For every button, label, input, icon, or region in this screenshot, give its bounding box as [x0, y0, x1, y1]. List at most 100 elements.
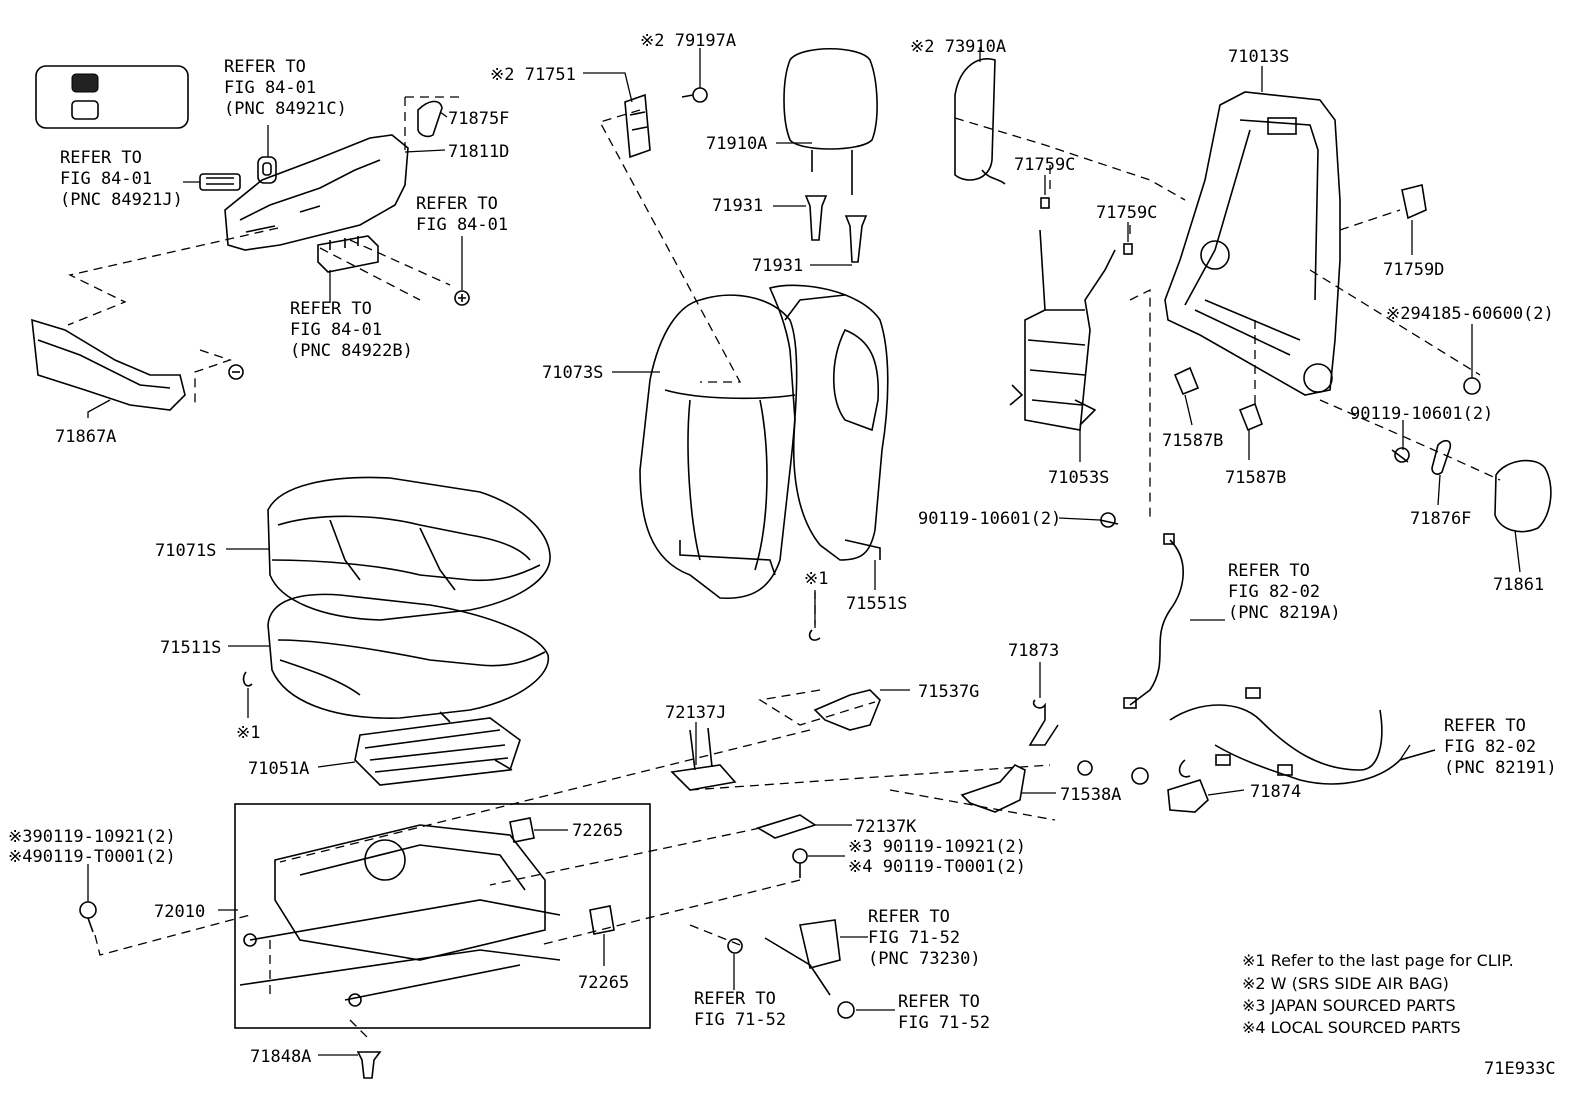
bracket-71874 — [1167, 759, 1209, 813]
cover-71875f — [417, 100, 443, 138]
labels: ※2 79197A ※2 71751 ※2 73910A 71013S 7187… — [8, 31, 1556, 1079]
lumbar-71053s — [1009, 229, 1116, 431]
bolt-390119 — [79, 901, 97, 933]
bolt-90119-10921 — [792, 848, 808, 878]
nut-71-52b — [837, 1001, 855, 1019]
belt-buckle-73230 — [764, 919, 841, 996]
switch-84921j — [199, 173, 241, 191]
screw-79197a — [681, 87, 708, 103]
label-90119-10601-a: 90119-10601(2) — [1350, 404, 1493, 424]
cover-71876f — [1431, 439, 1452, 475]
plate-71759d — [1401, 184, 1427, 220]
ref-84922b: REFER TO FIG 84-01 (PNC 84922B) — [290, 299, 413, 361]
shield-71867a — [31, 318, 186, 411]
label-71759c-b: 71759C — [1096, 203, 1157, 223]
harness-82191 — [1169, 687, 1436, 785]
label-71873: 71873 — [1008, 641, 1059, 661]
label-90119-t0001: ※4 90119-T0001(2) — [848, 857, 1026, 877]
ref-8219a: REFER TO FIG 82-02 (PNC 8219A) — [1228, 561, 1341, 623]
label-71811d: 71811D — [448, 142, 509, 162]
figure-code: 71E933C — [1484, 1059, 1556, 1079]
label-71759c-a: 71759C — [1014, 155, 1075, 175]
note-3: ※3 JAPAN SOURCED PARTS — [1242, 996, 1456, 1015]
label-71537g: 71537G — [918, 682, 979, 702]
label-clip-b: ※1 — [236, 723, 260, 743]
washer-71-52a — [727, 938, 743, 954]
connector-72265b — [589, 905, 615, 935]
label-71071s: 71071S — [155, 541, 216, 561]
label-clip-a: ※1 — [804, 569, 828, 589]
note-2: ※2 W (SRS SIDE AIR BAG) — [1242, 974, 1449, 993]
bracket-71751 — [624, 93, 651, 159]
nut-294185 — [1463, 377, 1481, 395]
label-71931-b: 71931 — [752, 256, 803, 276]
screw-71874 — [1131, 767, 1149, 785]
label-71073s: 71073S — [542, 363, 603, 383]
label-71867a: 71867A — [55, 427, 116, 447]
screw-71873 — [1077, 760, 1093, 776]
label-71751: ※2 71751 — [490, 65, 576, 85]
clips-71587b — [1173, 366, 1264, 432]
ref-71-52-b: REFER TO FIG 71-52 — [898, 992, 990, 1033]
label-71053s: 71053S — [1048, 468, 1109, 488]
label-71538a: 71538A — [1060, 785, 1121, 805]
label-73910a: ※2 73910A — [910, 37, 1006, 57]
note-4: ※4 LOCAL SOURCED PARTS — [1242, 1018, 1461, 1037]
label-90119-10601-b: 90119-10601(2) — [918, 509, 1061, 529]
label-71861: 71861 — [1493, 575, 1544, 595]
bolt-90119-10601-b — [1099, 512, 1119, 528]
ref-73230: REFER TO FIG 71-52 (PNC 73230) — [868, 907, 981, 969]
label-71931-a: 71931 — [712, 196, 763, 216]
label-72010: 72010 — [154, 902, 205, 922]
screw-71867a — [228, 364, 244, 380]
label-72137k: 72137K — [855, 817, 917, 837]
seatback-pad-71551s — [768, 284, 889, 561]
bolt-90119-10601-a — [1391, 447, 1410, 463]
ref-71-52-a: REFER TO FIG 71-52 — [694, 989, 786, 1030]
seatback-frame-71013s — [1164, 91, 1341, 396]
label-71876f: 71876F — [1410, 509, 1471, 529]
label-90119-10921: ※3 90119-10921(2) — [848, 837, 1026, 857]
dashed-guides — [67, 96, 1501, 1041]
label-390119: ※390119-10921(2) — [8, 827, 176, 847]
label-71587b-a: 71587B — [1162, 431, 1223, 451]
label-294185: ※294185-60600(2) — [1386, 304, 1554, 324]
label-71013s: 71013S — [1228, 47, 1289, 67]
note-1: ※1 Refer to the last page for CLIP. — [1242, 951, 1514, 970]
guide-71931a — [804, 195, 828, 241]
knob-84921c — [257, 156, 277, 184]
leader-lines — [87, 47, 1521, 1056]
springs-71759c — [1040, 197, 1133, 255]
airbag-73910a — [954, 58, 1006, 185]
seat-track-72010 — [234, 803, 651, 1029]
label-79197a: ※2 79197A — [640, 31, 736, 51]
cover-72137j — [670, 727, 737, 791]
bracket-71537g — [813, 689, 881, 731]
connector-72265a — [509, 817, 535, 843]
bracket-71873 — [1028, 699, 1059, 746]
label-71051a: 71051A — [248, 759, 309, 779]
clip-1a — [242, 671, 253, 687]
clip-1b — [808, 629, 821, 641]
bracket-71538a — [960, 764, 1026, 813]
headrest-71910a — [783, 47, 878, 195]
label-71759d: 71759D — [1383, 260, 1444, 280]
label-71511s: 71511S — [160, 638, 221, 658]
label-490119: ※490119-T0001(2) — [8, 847, 176, 867]
spring-71051a — [354, 711, 521, 786]
reference-blocks: REFER TO FIG 84-01 (PNC 84921C) REFER TO… — [60, 57, 1557, 1033]
ref-82191: REFER TO FIG 82-02 (PNC 82191) — [1444, 716, 1557, 778]
label-71551s: 71551S — [846, 594, 907, 614]
notes-legend: ※1 Refer to the last page for CLIP. ※2 W… — [1242, 951, 1514, 1037]
label-72265-b: 72265 — [578, 973, 629, 993]
ref-84-01: REFER TO FIG 84-01 — [416, 194, 508, 235]
ref-84921j: REFER TO FIG 84-01 (PNC 84921J) — [60, 148, 183, 210]
switch-module-84922b — [317, 235, 379, 273]
legend-box — [35, 65, 189, 129]
label-71587b-b: 71587B — [1225, 468, 1286, 488]
knob-71861 — [1494, 459, 1552, 533]
screw-84-01 — [454, 290, 470, 306]
bolt-71848a — [356, 1051, 382, 1079]
label-72265-a: 72265 — [572, 821, 623, 841]
